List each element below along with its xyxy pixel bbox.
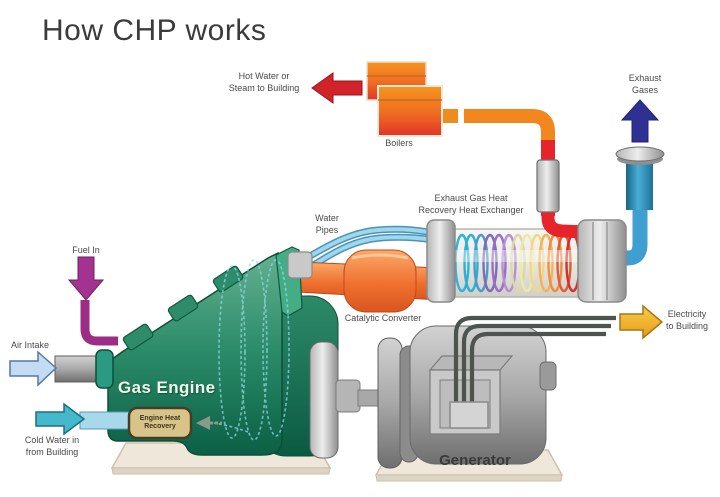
heat-exchanger (449, 228, 587, 298)
engine-heat-recovery-label: Engine Heat Recovery (139, 415, 181, 430)
engine-heat-recovery-box (127, 406, 222, 440)
cable-clamp (449, 401, 489, 429)
catalytic-converter-label: Catalytic Converter (344, 313, 422, 323)
air-intake-ring (95, 349, 114, 389)
exhaust-gases-arrow (620, 99, 660, 143)
heat-exchanger-left-cap (426, 219, 456, 303)
water-pipes-label: Water Pipes (315, 213, 339, 235)
boiler-pipe (438, 109, 587, 239)
heat-recovery-arrow (196, 416, 210, 430)
electric-cables (453, 315, 616, 420)
hot-water-label: Hot Water or Steam to Building (228, 71, 300, 93)
cold-water-label: Cold Water in from Building (24, 435, 80, 457)
electricity-arrow (619, 304, 664, 340)
page-title: How CHP works (42, 14, 267, 47)
heat-exchanger-right-cap (577, 219, 627, 303)
hot-water-arrow (311, 72, 363, 104)
generator-label: Generator (439, 452, 511, 469)
heat-exchanger-label: Exhaust Gas Heat Recovery Heat Exchanger (418, 193, 524, 215)
exhaust-stack (615, 99, 665, 266)
cold-water-pipe (79, 411, 135, 430)
engine-pipe-connector (287, 251, 313, 279)
boilers (366, 61, 443, 137)
generator (377, 315, 616, 469)
gas-engine-label: Gas Engine (118, 378, 216, 397)
gas-engine-body (107, 246, 303, 456)
engine-teeth (122, 265, 244, 351)
pipe-coupling (536, 159, 560, 213)
electricity-label: Electricity to Building (665, 309, 709, 331)
fuel-pipe (80, 300, 118, 346)
fuel-in-label: Fuel In (72, 245, 100, 255)
water-pipes (298, 225, 449, 275)
engine-heat-coils (213, 259, 290, 441)
catalytic-converter (297, 249, 441, 313)
boilers-label: Boilers (385, 138, 413, 148)
drive-shaft (335, 379, 385, 413)
air-intake-label: Air Intake (10, 340, 50, 350)
fuel-in-arrow (67, 256, 105, 301)
exhaust-gases-label: Exhaust Gases (628, 73, 662, 95)
air-intake-arrow (9, 350, 58, 387)
cold-water-arrow (35, 402, 86, 436)
